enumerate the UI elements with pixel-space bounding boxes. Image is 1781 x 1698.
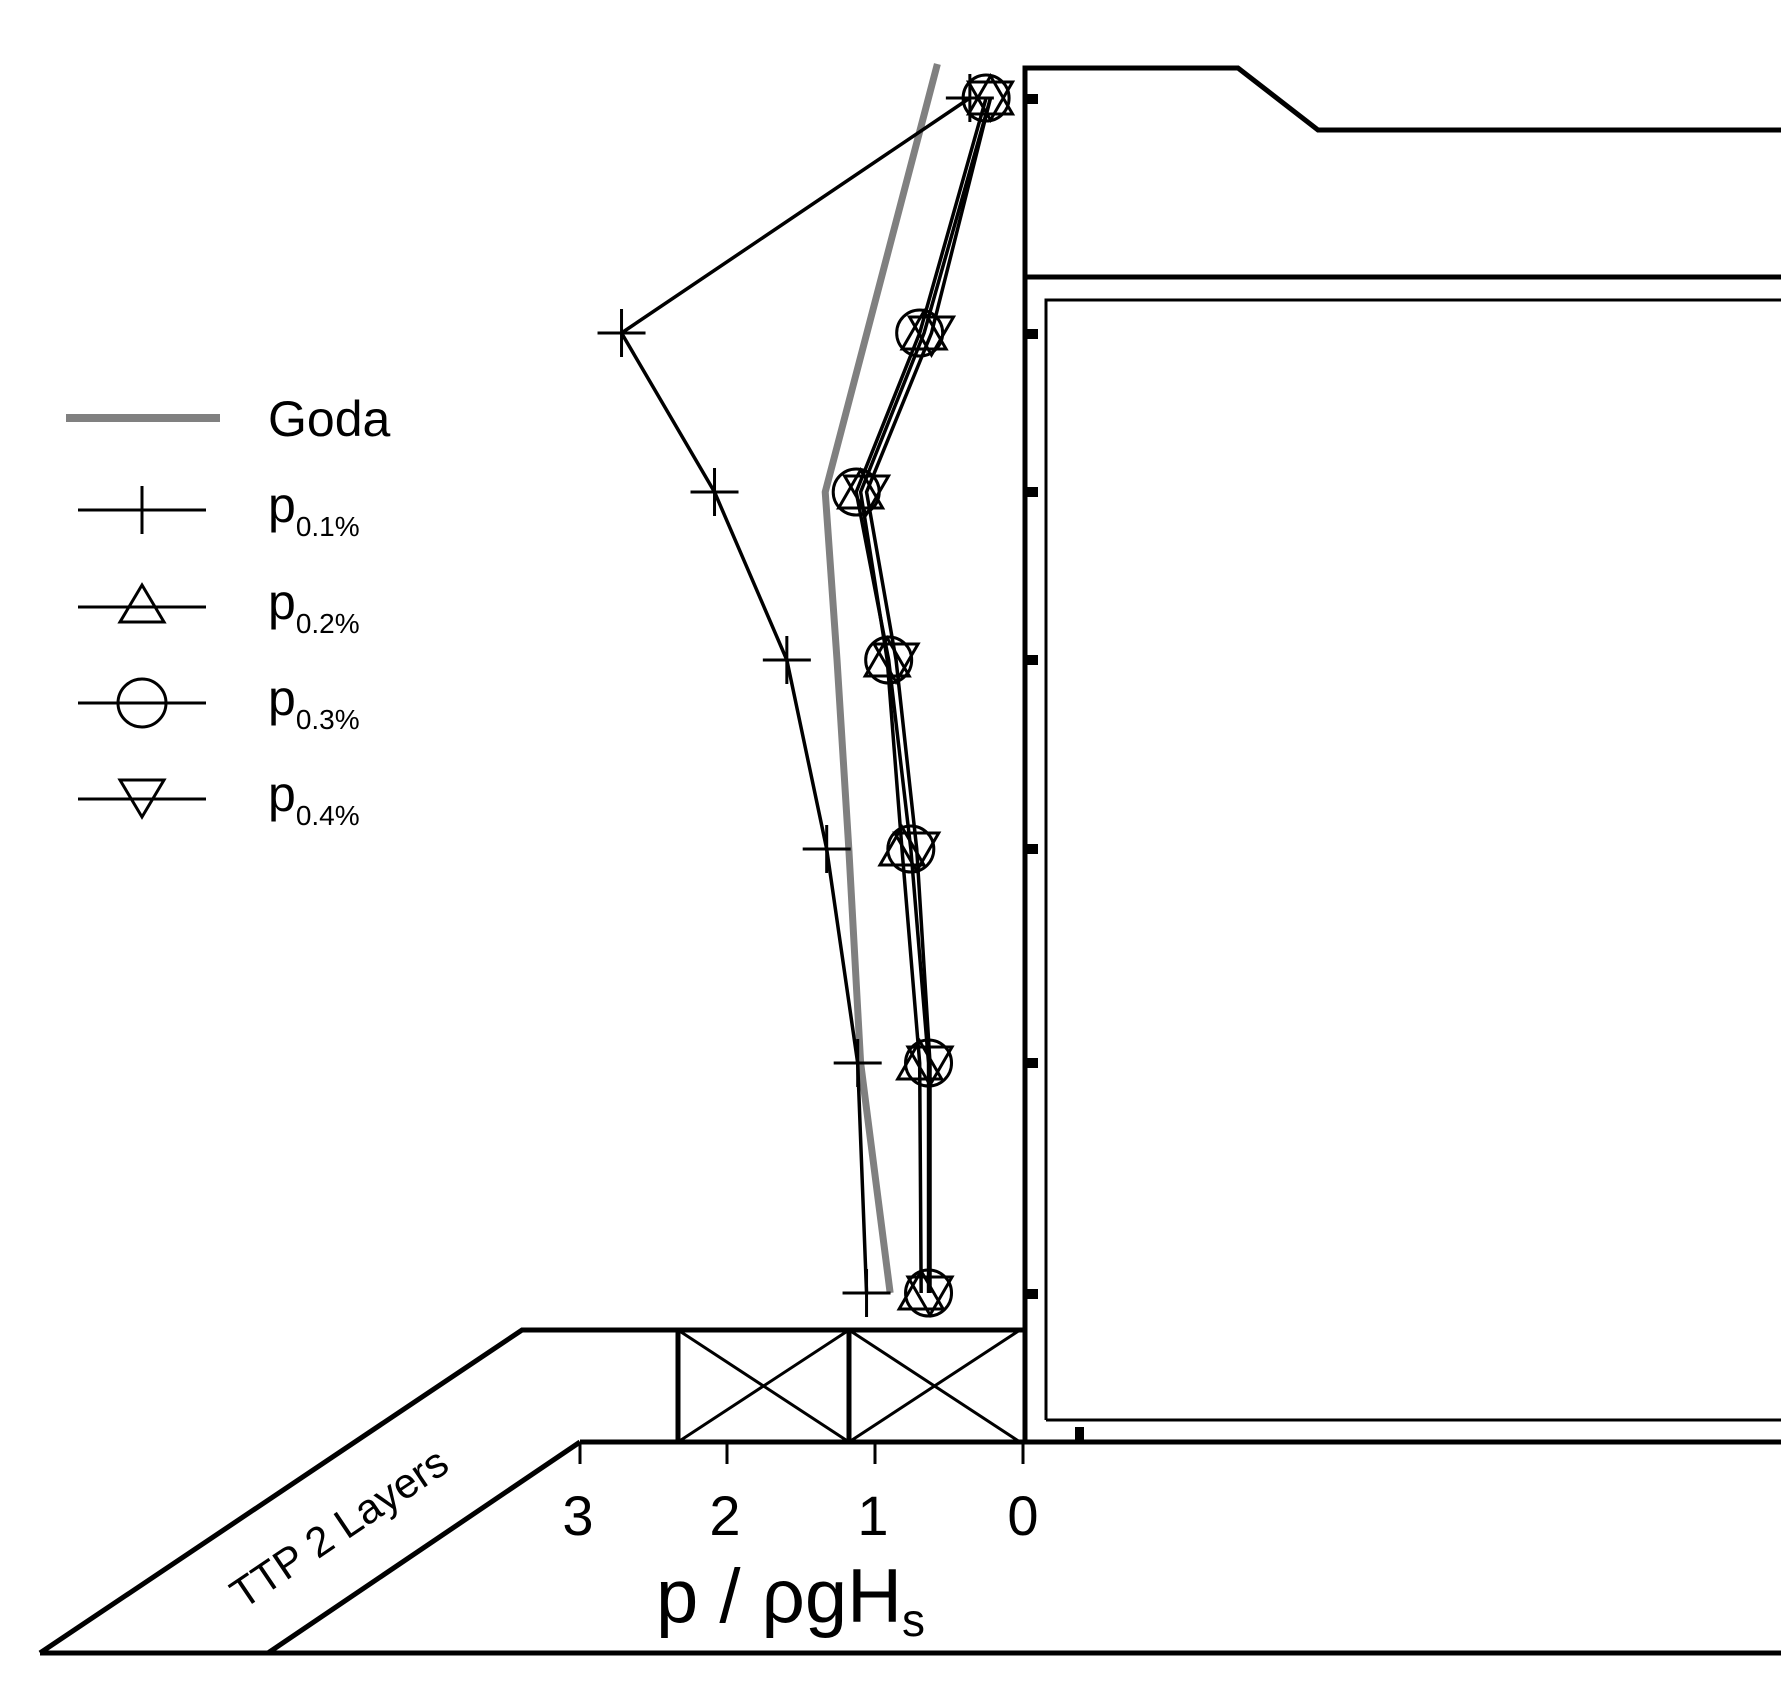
series-line-goda (821, 63, 941, 1294)
data-point-p02-0 (965, 73, 1016, 116)
legend-entry-p04: p0.4% (78, 766, 360, 831)
series-p01 (597, 74, 994, 1317)
x-axis-label: p / ρgHs (656, 1554, 925, 1646)
ttp-annotation: TTP 2 Layers (222, 1438, 457, 1618)
data-point-p02-4 (877, 824, 927, 867)
data-point-p03-3 (864, 635, 914, 685)
data-series (597, 63, 1016, 1318)
series-p02 (836, 73, 1016, 1311)
data-point-p04-6 (905, 1275, 955, 1318)
legend-entry-goda: Goda (66, 391, 391, 447)
series-p04 (841, 80, 1016, 1318)
data-point-p04-2 (841, 474, 892, 517)
circle-marker-icon (116, 677, 168, 729)
legend-label-p02: p0.2% (268, 574, 360, 639)
series-line-p01 (619, 96, 971, 1294)
legend-entry-p02: p0.2% (78, 574, 360, 639)
data-point-p01-5 (833, 1039, 882, 1087)
data-point-p04-3 (871, 642, 921, 685)
data-point-p01-1 (597, 309, 646, 357)
rubble-toe (38, 1327, 1781, 1656)
x-axis-label-main: p / ρgH (656, 1554, 902, 1639)
data-point-p04-4 (892, 831, 942, 874)
data-point-p01-3 (762, 636, 811, 684)
data-point-p01-6 (842, 1269, 891, 1317)
data-point-p02-3 (862, 635, 912, 678)
x-tick-label-0: 0 (1007, 1484, 1038, 1547)
x-axis-label-sub: s (902, 1594, 925, 1646)
legend-entry-p03: p0.3% (78, 670, 360, 735)
triangle-up-marker-icon (117, 582, 167, 624)
triangle-down-marker-icon (117, 778, 167, 820)
data-point-p01-4 (802, 825, 851, 873)
legend-label-goda: Goda (268, 391, 391, 447)
x-axis: 3 2 1 0 p / ρgHs (562, 1439, 1039, 1646)
x-tick-label-1: 1 (857, 1484, 888, 1547)
data-point-p04-0 (965, 80, 1016, 123)
legend-label-p04: p0.4% (268, 766, 360, 831)
data-point-p02-6 (896, 1268, 946, 1311)
legend-entry-p01: p0.1% (78, 477, 360, 542)
x-tick-label-2: 2 (709, 1484, 740, 1547)
legend-label-p03: p0.3% (268, 670, 360, 735)
data-point-p01-2 (690, 468, 739, 516)
x-tick-label-3: 3 (562, 1484, 593, 1547)
sensor-markers (1025, 94, 1038, 1299)
series-goda (821, 63, 941, 1294)
data-point-p04-5 (905, 1045, 955, 1088)
data-point-p03-4 (886, 824, 936, 874)
legend-label-p01: p0.1% (268, 477, 360, 542)
data-point-p04-1 (906, 315, 957, 358)
legend: Goda p0.1% p0.2% p0.3% (66, 391, 391, 831)
caisson-structure (580, 65, 1781, 1445)
series-line-p04 (864, 97, 993, 1293)
